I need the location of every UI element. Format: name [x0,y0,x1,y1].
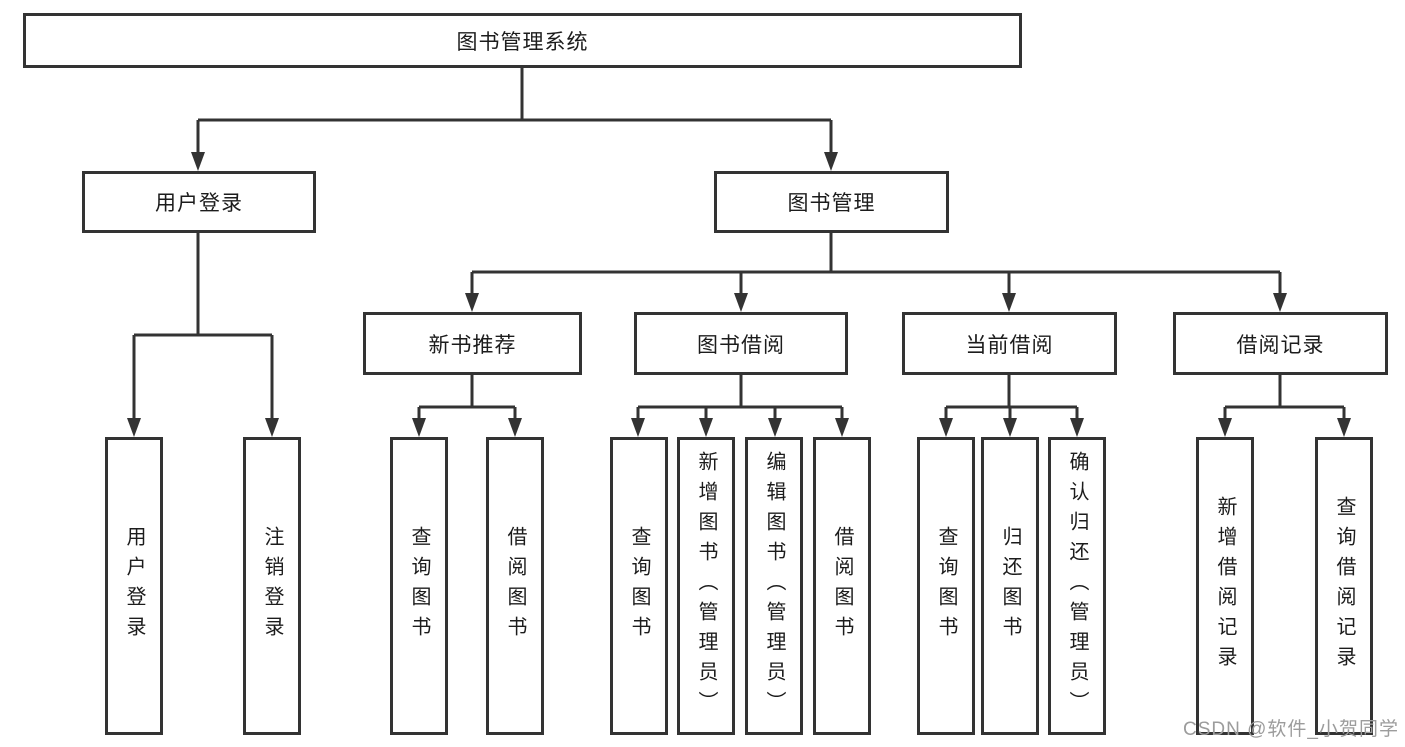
arrowheads [127,152,1351,437]
node-label: 图书管理系统 [456,30,589,54]
leaf-user-login: 用户登录 [105,437,163,735]
leaf-add-book-admin: 新增图书（管理员） [677,437,735,735]
arrowhead [508,418,522,437]
connector-new-book-children [417,375,517,420]
connector-root-to-level2 [196,68,833,154]
arrowhead [1070,418,1084,437]
leaf-label: 查询图书 [408,526,430,646]
node-label: 新书推荐 [428,333,517,357]
leaf-borrow-books-recommend: 借阅图书 [486,437,544,735]
leaf-label: 新增图书（管理员） [695,451,717,721]
connector-borrowing-records-children [1223,375,1346,420]
node-new-book-recommend: 新书推荐 [363,312,582,375]
leaf-label: 用户登录 [123,526,145,646]
leaf-label: 借阅图书 [831,526,853,646]
node-user-login: 用户登录 [82,171,316,233]
leaf-label: 新增借阅记录 [1214,496,1236,676]
leaf-return-books: 归还图书 [981,437,1039,735]
node-label: 借阅记录 [1236,333,1325,357]
arrowhead [1002,293,1016,312]
leaf-label: 借阅图书 [504,526,526,646]
leaf-confirm-return-admin: 确认归还（管理员） [1048,437,1106,735]
arrowhead [265,418,279,437]
leaf-label: 归还图书 [999,526,1021,646]
node-book-borrowing: 图书借阅 [634,312,848,375]
arrowhead [191,152,205,171]
leaf-label: 查询图书 [628,526,650,646]
arrowhead [1003,418,1017,437]
leaf-query-books-recommend: 查询图书 [390,437,448,735]
leaf-label: 注销登录 [261,526,283,646]
leaf-query-books-current: 查询图书 [917,437,975,735]
arrowhead [939,418,953,437]
arrowhead [734,293,748,312]
connector-book-borrowing-children [636,375,844,420]
leaf-edit-book-admin: 编辑图书（管理员） [745,437,803,735]
connector-strokes [132,68,1346,420]
node-current-borrowing: 当前借阅 [902,312,1117,375]
arrowhead [768,418,782,437]
node-book-management: 图书管理 [714,171,949,233]
arrowhead [835,418,849,437]
leaf-label: 查询图书 [935,526,957,646]
connector-user-login-children [132,233,274,420]
watermark: CSDN @软件_小贺同学 [1183,719,1399,740]
leaf-label: 编辑图书（管理员） [763,451,785,721]
arrowhead [1218,418,1232,437]
leaf-logout-login: 注销登录 [243,437,301,735]
connector-current-borrowing-children [944,375,1079,420]
arrowhead [127,418,141,437]
arrowhead [824,152,838,171]
node-label: 图书借阅 [697,333,785,357]
arrowhead [1337,418,1351,437]
arrowhead [412,418,426,437]
arrowhead [465,293,479,312]
node-label: 当前借阅 [965,333,1054,357]
arrowhead [1273,293,1287,312]
node-borrowing-records: 借阅记录 [1173,312,1388,375]
arrowhead [631,418,645,437]
leaf-query-borrow-record: 查询借阅记录 [1315,437,1373,735]
leaf-query-books-borrowing: 查询图书 [610,437,668,735]
leaf-borrow-books: 借阅图书 [813,437,871,735]
node-library-management-system: 图书管理系统 [23,13,1022,68]
arrowhead [699,418,713,437]
node-label: 图书管理 [787,192,876,215]
connector-book-management-children [470,233,1282,295]
node-label: 用户登录 [155,192,243,215]
leaf-add-borrow-record: 新增借阅记录 [1196,437,1254,735]
leaf-label: 确认归还（管理员） [1066,451,1088,721]
leaf-label: 查询借阅记录 [1333,496,1355,676]
